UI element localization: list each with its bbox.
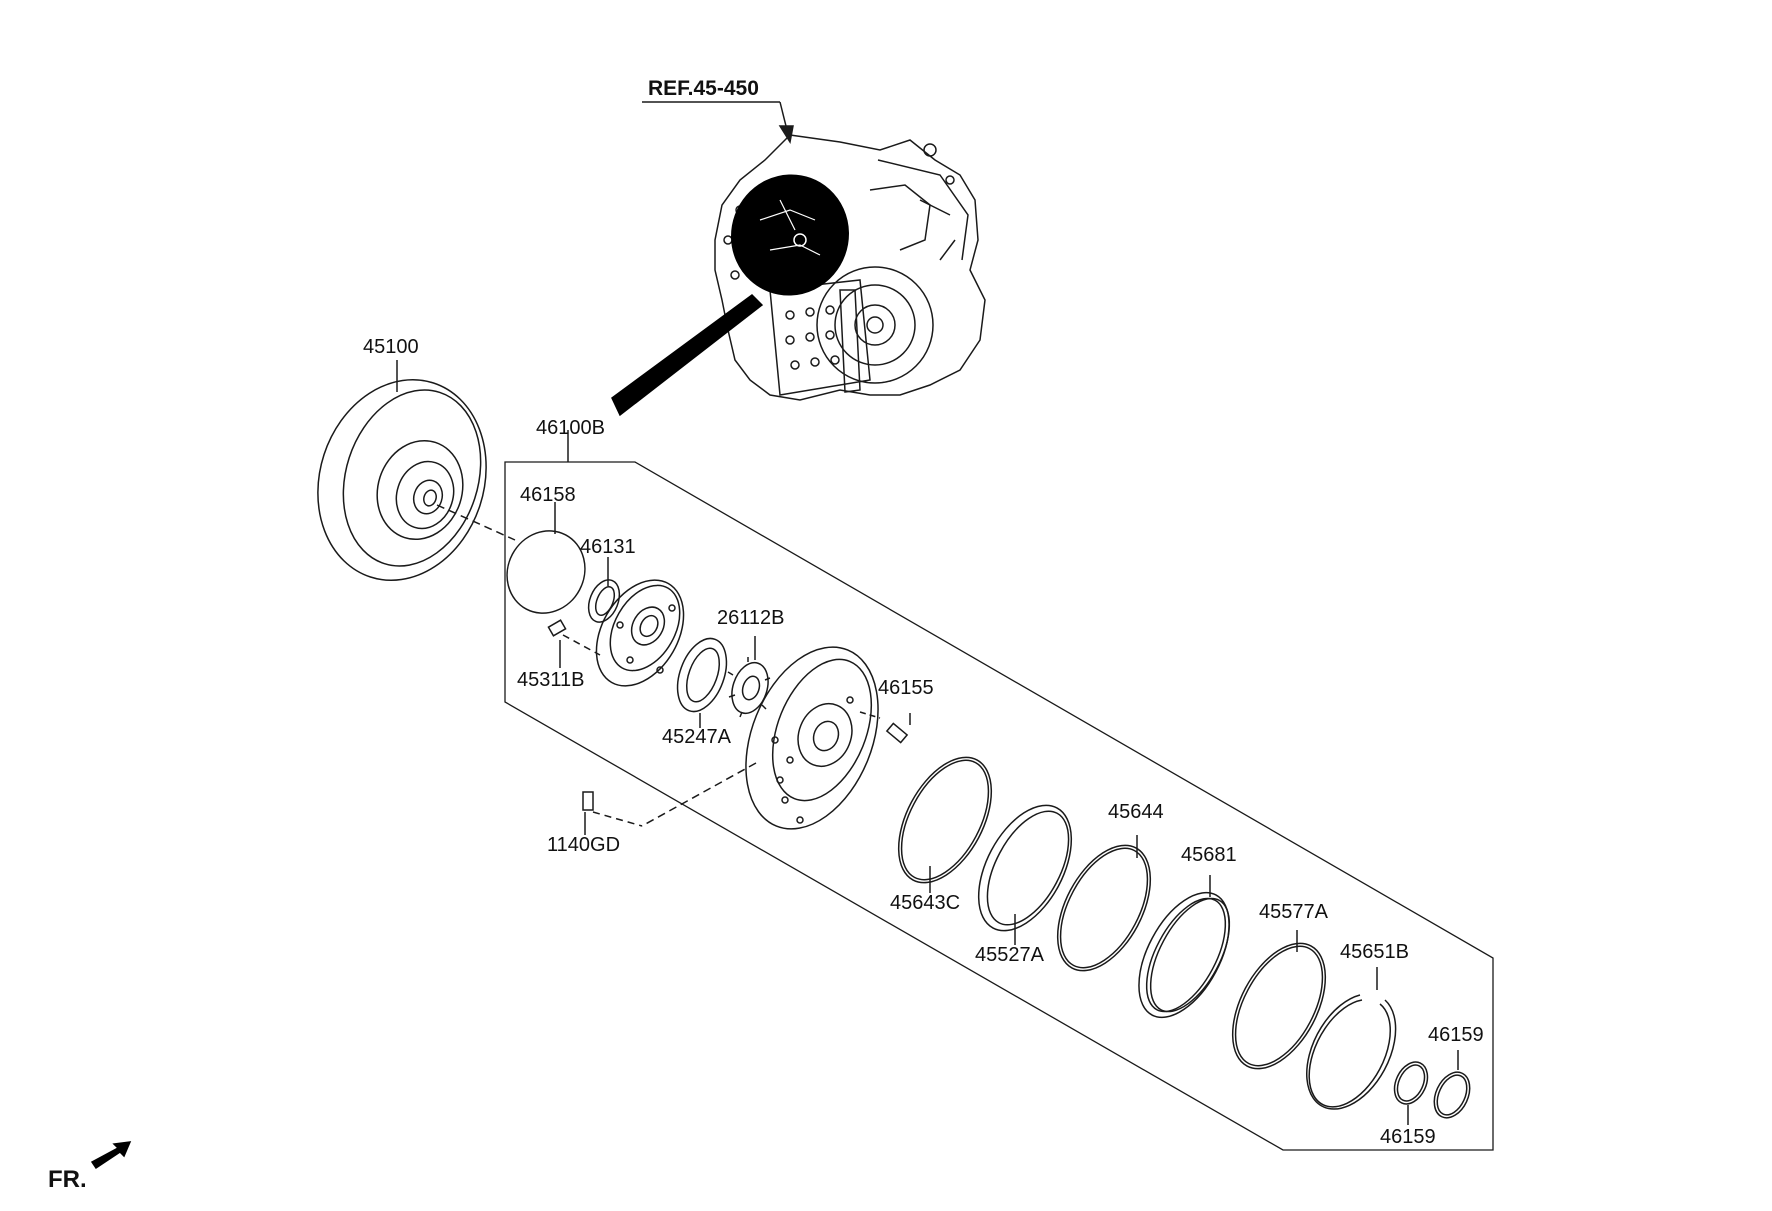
part-label-45247A: 45247A [662,726,731,748]
ring-45643C [897,756,993,893]
front-arrow [90,1141,132,1170]
part-label-45681: 45681 [1181,844,1237,866]
part-label-45644: 45644 [1108,801,1164,823]
bolt-45311B [547,619,601,668]
ring-45577A [1231,930,1327,1070]
reference-label: REF.45-450 [648,77,759,100]
bolt-46155 [885,713,911,744]
transmission-housing [714,134,986,401]
ring-45644 [1056,835,1152,972]
part-label-46159-right: 46159 [1428,1024,1484,1046]
assembly-label: 46100B [536,417,605,439]
part-label-46159-left: 46159 [1380,1126,1436,1148]
oil-pump-housing [641,646,881,830]
front-indicator-label: FR. [48,1166,87,1193]
ref-leader [642,101,794,145]
ring-45527A [977,804,1073,945]
part-label-46131: 46131 [580,536,636,558]
part-label-45643C: 45643C [890,892,961,914]
part-label-45527A: 45527A [975,944,1044,966]
part-label-26112B: 26112B [717,607,785,629]
o-ring-46158 [506,502,586,614]
part-label-46158: 46158 [520,484,576,506]
inner-gear-26112B [727,636,771,718]
ring-45681 [1138,875,1231,1019]
detail-pointer [611,294,764,417]
part-label-45651B: 45651B [1340,941,1409,963]
pump-cover-plate [595,579,685,687]
snap-ring-45651B [1306,967,1397,1110]
part-label-45311B: 45311B [517,669,585,691]
part-label-1140GD: 1140GD [547,834,621,856]
part-label-45100: 45100 [363,336,419,358]
oil-seal-46131 [587,557,621,623]
assembly-boundary [504,430,1494,1151]
outer-gear-45247A [676,637,728,728]
small-ring-46159-right [1433,1050,1471,1119]
bolt-1140GD [582,791,643,835]
small-ring-46159-left [1393,1061,1429,1125]
part-label-45577A: 45577A [1259,901,1328,923]
torque-converter [317,360,516,582]
part-label-46155: 46155 [878,677,934,699]
